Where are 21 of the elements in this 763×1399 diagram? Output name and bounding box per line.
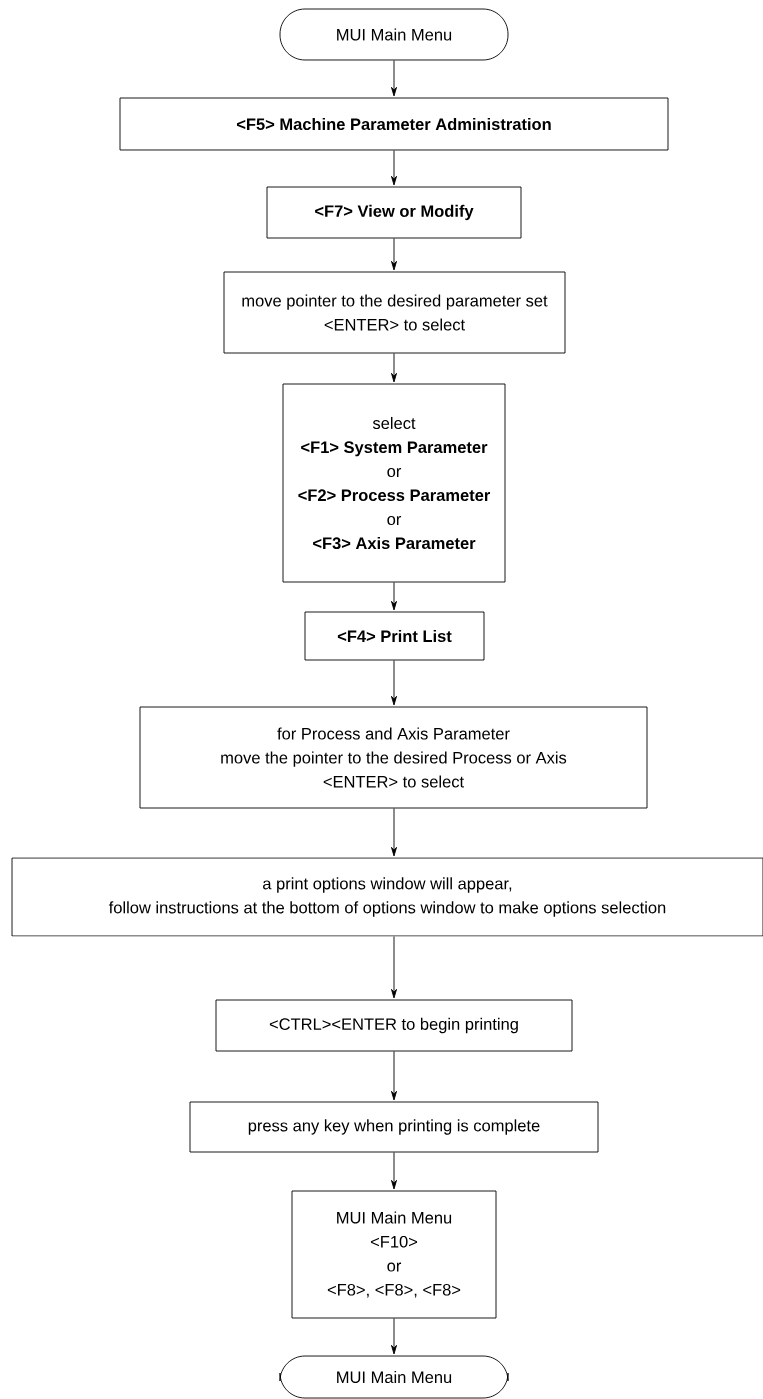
process-box: for Process and Axis Parameter move the pointer to the desired Process or Axis <ENTER> to select — [139, 706, 648, 809]
process-box: a print options window will appear, follow instructions at the bottom of options window to make options selection — [11, 857, 763, 937]
process-box: move pointer to the desired parameter set <ENTER> to select — [223, 271, 566, 354]
arrow — [391, 1152, 397, 1190]
process-box: MUI Main Menu <F10> or <F8>, <F8>, <F8> — [291, 1190, 497, 1319]
arrow — [391, 353, 397, 383]
arrow — [391, 150, 397, 186]
arrow — [391, 1318, 397, 1355]
process-box: <CTRL><ENTER to begin printing — [215, 999, 573, 1052]
arrow — [391, 660, 397, 706]
arrow — [391, 1051, 397, 1101]
process-box: <F5> Machine Parameter Administration — [119, 97, 669, 151]
arrow — [391, 238, 397, 271]
arrow — [391, 808, 397, 857]
process-box: <F4> Print List — [304, 611, 485, 661]
process-box: press any key when printing is complete — [189, 1101, 599, 1153]
arrow — [391, 60, 397, 97]
process-box: <F7> View or Modify — [266, 186, 522, 239]
arrow — [391, 936, 397, 999]
process-box: select <F1> System Parameter or <F2> Process Parameter or <F3> Axis Parameter — [282, 383, 506, 583]
arrow — [391, 582, 397, 611]
